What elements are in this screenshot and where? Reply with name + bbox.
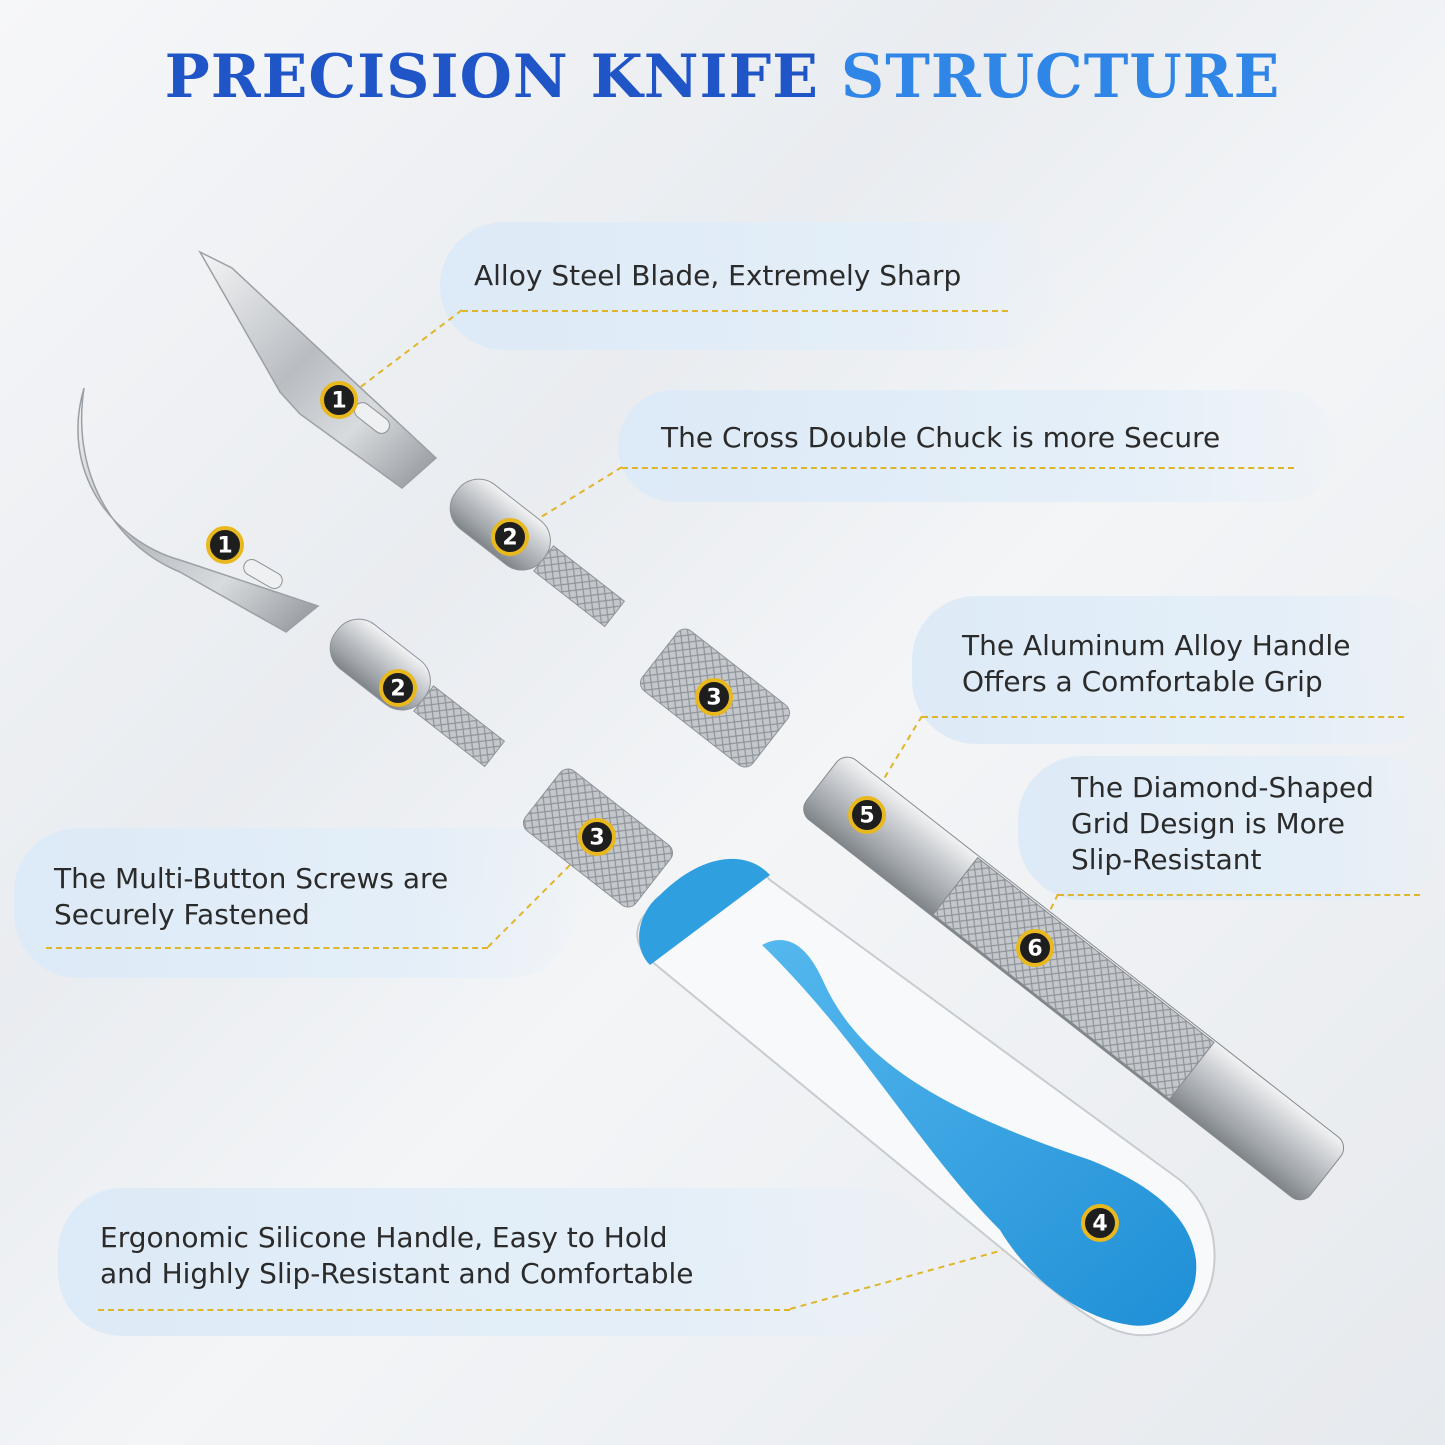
callout-screws: The Multi-Button Screws are Securely Fas… xyxy=(14,828,574,978)
marker-silicone: 4 xyxy=(1081,1204,1119,1242)
leader-aluminum xyxy=(922,716,1404,718)
marker-silicone-label: 4 xyxy=(1092,1212,1107,1237)
callout-silicone-line2: and Highly Slip-Resistant and Comfortabl… xyxy=(100,1257,694,1290)
marker-nut-lower-label: 3 xyxy=(589,826,604,851)
marker-shaft-label: 5 xyxy=(859,804,874,829)
title-word-primary: PRECISION KNIFE xyxy=(164,42,819,112)
marker-grid: 6 xyxy=(1016,929,1054,967)
marker-shaft: 5 xyxy=(848,796,886,834)
leader-silicone xyxy=(98,1309,790,1311)
callout-silicone-line1: Ergonomic Silicone Handle, Easy to Hold xyxy=(100,1221,668,1254)
callout-diamond-line1: The Diamond-Shaped xyxy=(1071,771,1374,804)
blade-upper xyxy=(198,250,438,489)
silicone-handle xyxy=(636,858,1216,1337)
marker-blade-upper: 1 xyxy=(320,381,358,419)
marker-nut-upper: 3 xyxy=(695,678,733,716)
leader-diamond xyxy=(1058,894,1420,896)
marker-blade-lower: 1 xyxy=(206,526,244,564)
marker-nut-upper-label: 3 xyxy=(706,686,721,711)
callout-screws-line2: Securely Fastened xyxy=(54,898,310,931)
callout-diamond-line3: Slip-Resistant xyxy=(1071,843,1262,876)
title-word-accent: STRUCTURE xyxy=(840,42,1281,112)
callout-blade-text: Alloy Steel Blade, Extremely Sharp xyxy=(474,259,962,292)
leader-blade xyxy=(462,310,1008,312)
leader-screws xyxy=(46,947,488,949)
callout-aluminum-line1: The Aluminum Alloy Handle xyxy=(962,629,1351,662)
callout-chuck: The Cross Double Chuck is more Secure xyxy=(618,390,1338,502)
marker-chuck-upper: 2 xyxy=(491,518,529,556)
marker-chuck-upper-label: 2 xyxy=(502,526,517,551)
page-title: PRECISION KNIFE STRUCTURE xyxy=(0,42,1445,112)
callout-diamond-grid: The Diamond-Shaped Grid Design is More S… xyxy=(1018,756,1445,900)
marker-blade-lower-label: 1 xyxy=(217,534,232,559)
callout-aluminum-line2: Offers a Comfortable Grip xyxy=(962,665,1323,698)
marker-nut-lower: 3 xyxy=(578,818,616,856)
marker-grid-label: 6 xyxy=(1027,937,1042,962)
callout-chuck-text: The Cross Double Chuck is more Secure xyxy=(661,421,1221,454)
callout-blade: Alloy Steel Blade, Extremely Sharp xyxy=(440,222,1060,350)
callout-silicone-handle: Ergonomic Silicone Handle, Easy to Hold … xyxy=(58,1188,938,1336)
marker-chuck-lower-label: 2 xyxy=(390,677,405,702)
marker-blade-upper-label: 1 xyxy=(331,389,346,414)
aluminum-handle xyxy=(803,756,1345,1201)
callout-diamond-line2: Grid Design is More xyxy=(1071,807,1345,840)
blade-lower xyxy=(77,387,320,633)
callout-aluminum-handle: The Aluminum Alloy Handle Offers a Comfo… xyxy=(912,596,1445,744)
callout-screws-line1: The Multi-Button Screws are xyxy=(54,862,449,895)
leader-chuck xyxy=(622,467,1294,469)
marker-chuck-lower: 2 xyxy=(379,669,417,707)
chuck-upper xyxy=(449,478,626,628)
